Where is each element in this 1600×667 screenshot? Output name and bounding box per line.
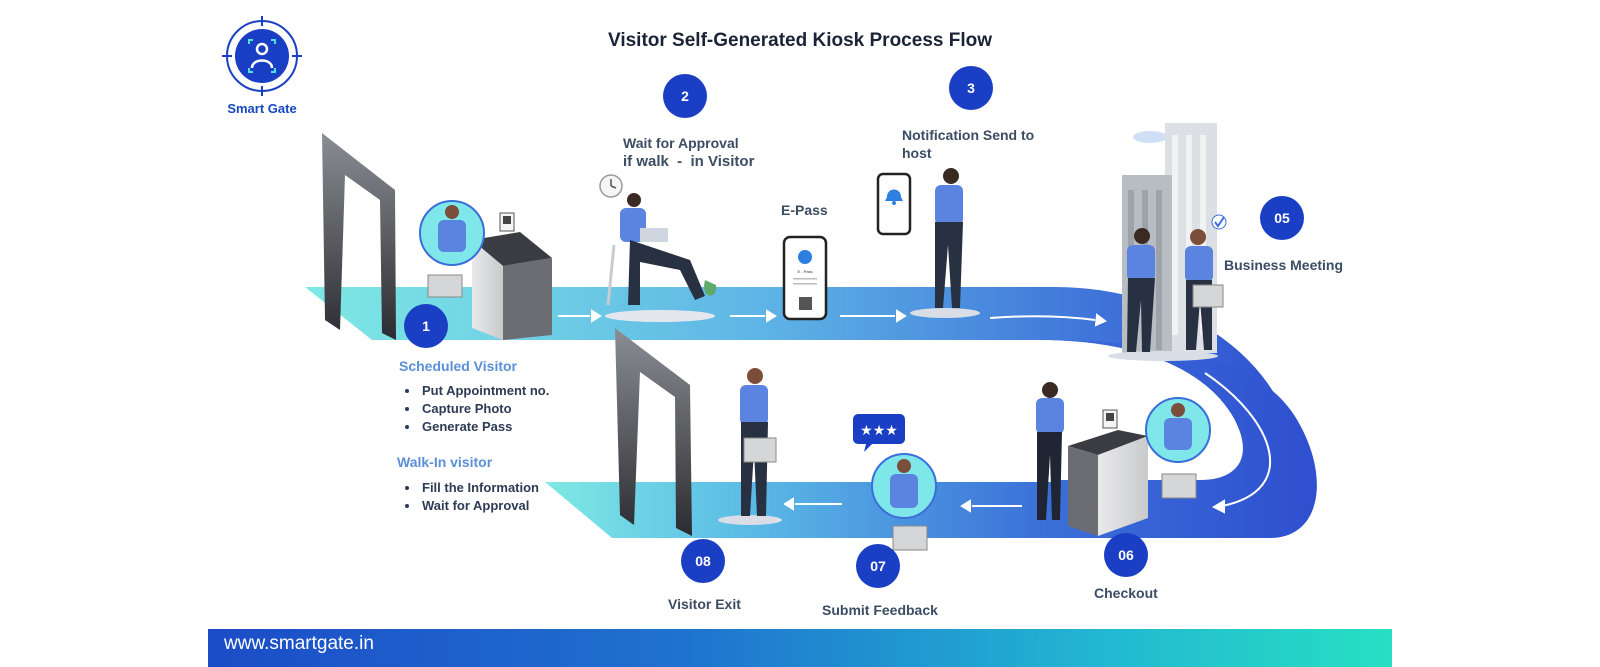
list-item: Capture Photo bbox=[420, 400, 549, 418]
smart-gate-logo bbox=[222, 16, 302, 101]
step-2-label-line2: if walk - in Visitor bbox=[623, 153, 755, 170]
phone-bell-icon bbox=[876, 172, 912, 236]
walkin-visitor-heading: Walk-In visitor bbox=[397, 454, 493, 470]
smart-gate-logo-icon bbox=[222, 16, 302, 96]
arrow-right-icon bbox=[558, 309, 1107, 327]
step-2-label-line1: Wait for Approval bbox=[623, 135, 739, 151]
footer-url: www.smartgate.in bbox=[224, 633, 374, 654]
rating-stars: ★★★ bbox=[860, 423, 898, 439]
step-5-badge: 05 bbox=[1260, 196, 1304, 240]
step-7-label: Submit Feedback bbox=[822, 602, 938, 618]
step-1-badge: 1 bbox=[404, 304, 448, 348]
list-item: Generate Pass bbox=[420, 418, 549, 436]
checkmark-icon bbox=[1211, 214, 1227, 230]
walkin-visitor-list: Fill the Information Wait for Approval bbox=[402, 479, 539, 515]
epass-label: E-Pass bbox=[781, 202, 828, 218]
footer-bar bbox=[208, 629, 1392, 667]
step-8-badge: 08 bbox=[681, 539, 725, 583]
security-gate-icon bbox=[615, 328, 692, 536]
list-item: Fill the Information bbox=[420, 479, 539, 497]
step-5-label: Business Meeting bbox=[1224, 257, 1344, 273]
host-figure bbox=[910, 168, 980, 318]
exit-figure bbox=[718, 368, 782, 525]
page-title: Visitor Self-Generated Kiosk Process Flo… bbox=[608, 30, 992, 51]
security-gate-icon bbox=[322, 133, 396, 340]
step-3-label-line1: Notification Send to bbox=[902, 127, 1035, 143]
step-3-label-line2: host bbox=[902, 145, 932, 161]
step-7-badge: 07 bbox=[856, 544, 900, 588]
checkout-figures bbox=[1036, 382, 1211, 520]
list-item: Wait for Approval bbox=[420, 497, 539, 515]
step-8-label: Visitor Exit bbox=[668, 596, 741, 612]
visitor-figure bbox=[419, 200, 485, 298]
kiosk-icon bbox=[472, 212, 552, 340]
arrow-left-icon bbox=[783, 372, 1272, 514]
list-item: Put Appointment no. bbox=[420, 382, 549, 400]
step-2-badge: 2 bbox=[663, 74, 707, 118]
scheduled-visitor-list: Put Appointment no. Capture Photo Genera… bbox=[402, 382, 549, 436]
meeting-figures bbox=[1108, 228, 1224, 361]
epass-screen-text: E - Pass bbox=[797, 269, 812, 274]
scheduled-visitor-heading: Scheduled Visitor bbox=[399, 358, 517, 374]
epass-phone-icon: E - Pass bbox=[782, 235, 828, 321]
waiting-figure bbox=[599, 174, 717, 322]
brand-name: Smart Gate bbox=[227, 101, 297, 116]
rating-bubble-icon: ★★★ bbox=[853, 414, 905, 452]
kiosk-icon bbox=[1068, 409, 1148, 536]
step-6-badge: 06 bbox=[1104, 533, 1148, 577]
feedback-figure bbox=[871, 453, 937, 551]
step-3-badge: 3 bbox=[949, 66, 993, 110]
step-6-label: Checkout bbox=[1094, 585, 1158, 601]
